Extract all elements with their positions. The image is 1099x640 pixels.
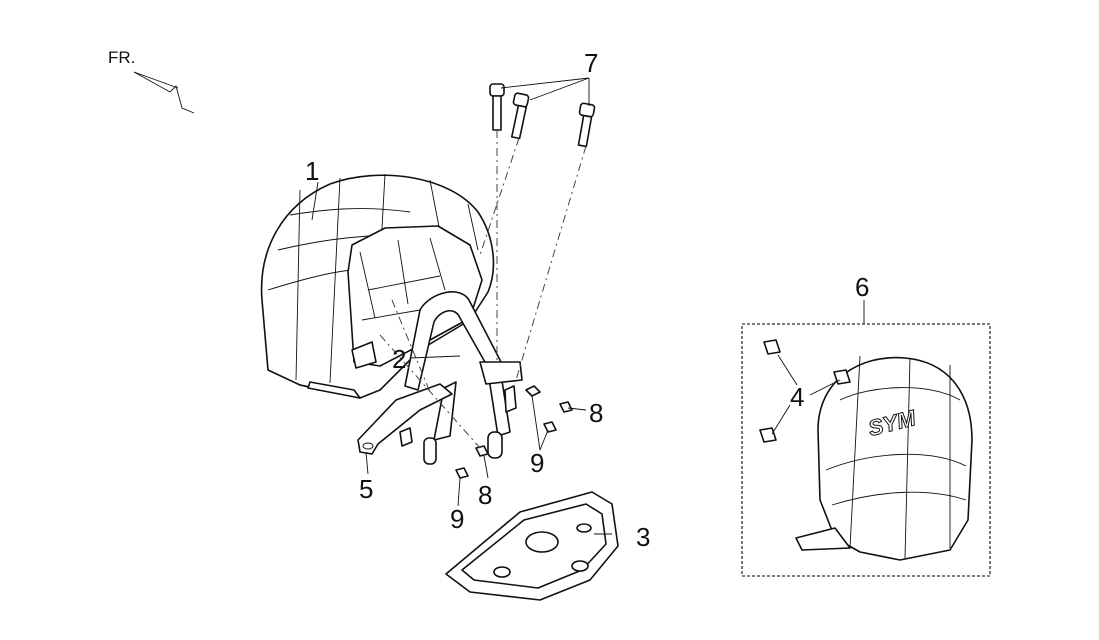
callout-1: 1 [305,156,319,186]
front-direction-indicator: FR. [108,48,195,114]
callout-numbers: 1 2 3 4 5 6 7 8 8 9 9 [305,48,869,552]
callout-5: 5 [359,474,373,504]
part-2-bracket [404,291,523,465]
front-direction-label: FR. [108,48,135,67]
callout-4: 4 [790,382,804,412]
part-1-backrest-cushion [260,173,495,399]
part-7-bolts [489,83,596,148]
callout-9-right: 9 [530,448,544,478]
callout-8-lower: 8 [478,480,492,510]
part-5-lower-bracket [357,383,453,455]
part-3-seat-pad [445,491,619,601]
part-6-kit-box: SYM [741,323,991,577]
parts-8-9-screws [455,385,573,479]
callout-9-lower: 9 [450,504,464,534]
clip-icon [763,339,781,355]
front-arrow-icon [133,71,195,114]
clip-icon [759,427,777,443]
callout-6: 6 [855,272,869,302]
callout-2: 2 [392,344,406,374]
callout-leader-lines [311,77,865,535]
callout-7: 7 [584,48,598,78]
callout-8-right: 8 [589,398,603,428]
callout-3: 3 [636,522,650,552]
assembly-guide-lines [379,130,587,449]
